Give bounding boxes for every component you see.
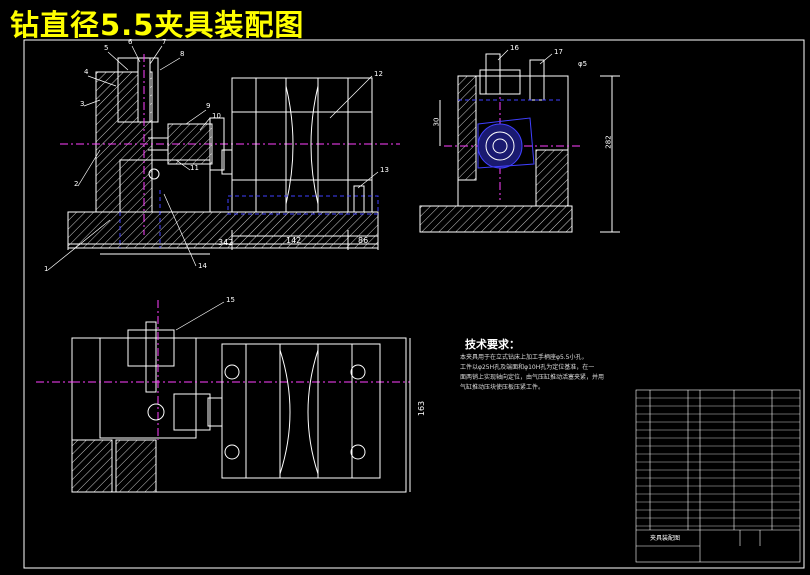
tech-notes-line: 面两销上实现轴向定位，由气压缸推动活塞夹紧，并用	[460, 374, 605, 381]
part-callout: 3	[80, 100, 85, 108]
part-callout: 14	[198, 262, 207, 270]
parts-list	[635, 389, 801, 563]
front-view	[60, 54, 400, 255]
part-callout: 1	[44, 265, 49, 273]
part-callout: 2	[74, 180, 79, 188]
tech-notes-line: 本夹具用于在立式钻床上加工手柄座φ5.5小孔，	[460, 354, 588, 361]
top-view	[36, 300, 411, 493]
title-block-name: 夹具装配图	[650, 535, 681, 542]
part-callout: 17	[554, 48, 563, 56]
part-callout: 7	[162, 38, 167, 46]
tech-notes-line: 气缸推动压块使压板压紧工件。	[460, 384, 545, 391]
part-callout: 11	[190, 164, 199, 172]
part-callout: 13	[380, 166, 389, 174]
title-block	[636, 529, 800, 562]
dimension-label: 142	[286, 236, 302, 245]
drawing-frame	[23, 39, 805, 569]
dimension-label: 86	[358, 236, 369, 245]
dimension-label: 30	[432, 117, 441, 127]
part-callout: 16	[510, 44, 519, 52]
dimension-label: 282	[604, 135, 613, 149]
dimension-label: 163	[417, 400, 427, 417]
part-callout: 4	[84, 68, 89, 76]
part-callout: 12	[374, 70, 383, 78]
dimension-label: φ5	[578, 60, 588, 68]
part-callout: 5	[104, 44, 109, 52]
tech-notes-heading: 技术要求：	[465, 338, 520, 351]
leader-lines	[47, 45, 553, 331]
part-callout: 6	[128, 38, 133, 46]
part-callout: 9	[206, 102, 211, 110]
parts-list-rows	[636, 397, 800, 527]
drawing-title: 钻直径5.5夹具装配图	[10, 8, 305, 42]
part-callout: 10	[212, 112, 221, 120]
part-callout: 8	[180, 50, 185, 58]
part-callout: 15	[226, 296, 235, 304]
side-view	[419, 53, 620, 233]
dimension-label: 342	[218, 238, 234, 247]
tech-notes-line: 工件以φ25H孔及端面和φ10H孔为定位基准，在一	[460, 364, 595, 371]
